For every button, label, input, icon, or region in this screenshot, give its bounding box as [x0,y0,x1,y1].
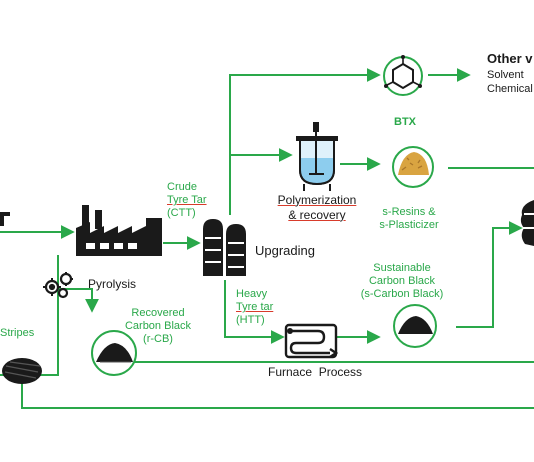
flow-to-btx [229,68,381,215]
flow-bottom-loop [21,381,534,409]
heavy-tar-label-line2: Tyre tar [236,301,273,314]
heavy-tar-line2-text: Tyre tar [236,301,274,313]
recovered-cb-label-line1: Recovered [131,307,185,319]
tyre-stripes-icon [0,212,42,384]
sustainable-cb-label-line1: Sustainable [373,262,431,274]
recovered-cb-label-line3: (r-CB) [143,333,173,345]
tyres-stack-icon [520,200,534,246]
crude-tar-line2-text: Tyre Tar [167,194,207,206]
solvent-label: Solvent [487,69,524,81]
flow-gear-to-rcb [57,255,99,313]
flow-to-furnace [224,280,285,344]
resins-label-line2: s-Plasticizer [379,219,439,231]
crude-tar-label-line2: Tyre Tar [167,194,207,207]
polymerization-label: Polymerization [262,194,372,207]
btx-label: BTX [394,116,416,128]
heavy-tar-label-line1: Heavy [236,288,268,300]
recovery-label: & recovery [262,209,372,222]
pyrolysis-label: Pyrolysis [88,277,137,291]
chemical-label: Chemical [487,83,533,95]
heavy-tar-label-line3: (HTT) [236,314,265,326]
factory-icon [76,205,162,256]
sustainable-cb-label-line2: Carbon Black [368,275,436,287]
carbon-black-pile-icon [91,330,137,376]
recovery-text: & recovery [288,208,346,222]
sustainable-cb-label-line3: (s-Carbon Black) [360,288,444,300]
upgrading-label: Upgrading [255,243,315,258]
crude-tar-label-line1: Crude [167,181,197,193]
reactor-vessel-icon [296,122,338,191]
carbon-black-pile-icon [393,304,437,348]
furnace-process-label: Furnace Process [268,365,363,379]
distillation-column-icon [203,219,246,276]
crude-tar-label-line3: (CTT) [167,207,196,219]
resin-pile-icon [392,146,434,188]
furnace-process-icon [284,323,339,359]
polymerization-text: Polymerization [277,193,357,207]
stripes-label: Stripes [0,327,35,339]
resins-label-line1: s-Resins & [382,206,436,218]
btx-molecule-icon [383,55,423,96]
other-products-label: Other v [487,51,533,66]
flow-scb-to-tyres [456,221,523,328]
recovered-cb-label-line2: Carbon Black [124,320,192,332]
gears-icon [43,272,73,299]
